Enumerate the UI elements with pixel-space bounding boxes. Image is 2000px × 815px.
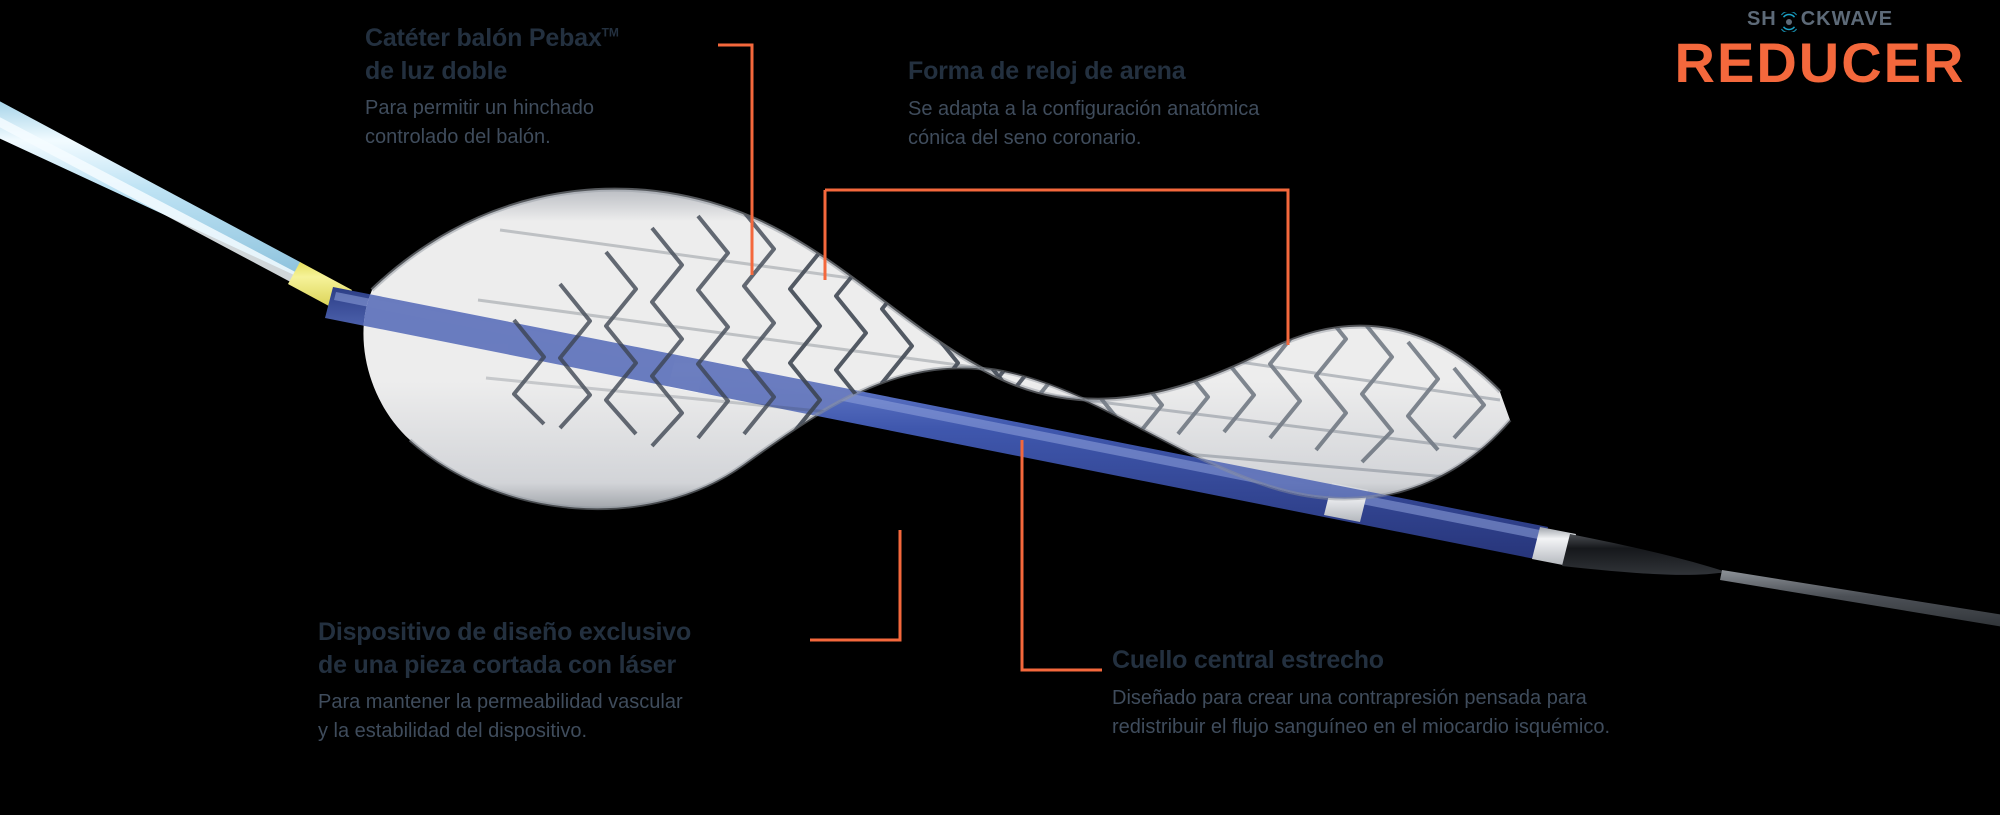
callout-laser-heading: Dispositivo de diseño exclusivo de una p…	[318, 616, 691, 681]
callout-laser-body-line1: Para mantener la permeabilidad vascular	[318, 691, 683, 713]
callout-neck-heading: Cuello central estrecho	[1112, 644, 1610, 677]
shockwave-brand-prefix: SH	[1746, 8, 1777, 30]
callout-catheter: Catéter balón PebaxTM de luz doble Para …	[365, 22, 619, 152]
shockwave-brand: SH CKWAVE	[1670, 8, 1970, 33]
callout-neck-body-line2: redistribuir el flujo sanguíneo en el mi…	[1112, 715, 1611, 738]
leader-catheter	[718, 43, 754, 275]
shockwave-ripple-icon	[1779, 10, 1799, 33]
leader-laser	[810, 530, 902, 642]
trademark-symbol: TM	[601, 25, 619, 40]
callout-hourglass-heading: Forma de reloj de arena	[908, 55, 1259, 88]
shockwave-brand-suffix: CKWAVE	[1800, 8, 1894, 30]
callout-laser-heading-line2: de una pieza cortada con láser	[318, 650, 677, 679]
leader-hourglass	[825, 188, 1290, 345]
distal-tip	[1532, 527, 2000, 627]
callout-neck-heading-line1: Cuello central estrecho	[1112, 646, 1384, 674]
callout-laser-cut-device: Dispositivo de diseño exclusivo de una p…	[318, 616, 691, 746]
callout-catheter-heading-line2: de luz doble	[365, 56, 508, 85]
reducer-wordmark: REDUCER	[1674, 31, 1966, 94]
shockwave-reducer-logo: SH CKWAVE REDUCER	[1670, 8, 1970, 91]
leader-neck	[1020, 440, 1102, 672]
callout-laser-body: Para mantener la permeabilidad vascular …	[318, 688, 691, 746]
callout-laser-body-line2: y la estabilidad del dispositivo.	[318, 720, 588, 742]
callout-catheter-body: Para permitir un hinchado controlado del…	[365, 94, 619, 152]
callout-hourglass-body-line1: Se adapta a la configuración anatómica	[908, 97, 1260, 120]
callout-hourglass-body-line2: cónica del seno coronario.	[908, 126, 1142, 149]
callout-neck-body: Diseñado para crear una contrapresión pe…	[1112, 684, 1610, 742]
callout-central-neck: Cuello central estrecho Diseñado para cr…	[1112, 644, 1610, 742]
callout-catheter-body-line2: controlado del balón.	[365, 126, 551, 148]
callout-hourglass-heading-line1: Forma de reloj de arena	[908, 57, 1186, 85]
callout-catheter-body-line1: Para permitir un hinchado	[365, 97, 595, 119]
callout-hourglass: Forma de reloj de arena Se adapta a la c…	[908, 55, 1259, 153]
callout-laser-heading-line1: Dispositivo de diseño exclusivo	[318, 618, 692, 646]
callout-hourglass-body: Se adapta a la configuración anatómica c…	[908, 95, 1259, 153]
callout-catheter-heading: Catéter balón PebaxTM de luz doble	[365, 22, 619, 87]
callout-catheter-heading-line1: Catéter balón Pebax	[365, 24, 602, 52]
callout-neck-body-line1: Diseñado para crear una contrapresión pe…	[1112, 686, 1587, 709]
catheter-shaft	[0, 101, 348, 300]
